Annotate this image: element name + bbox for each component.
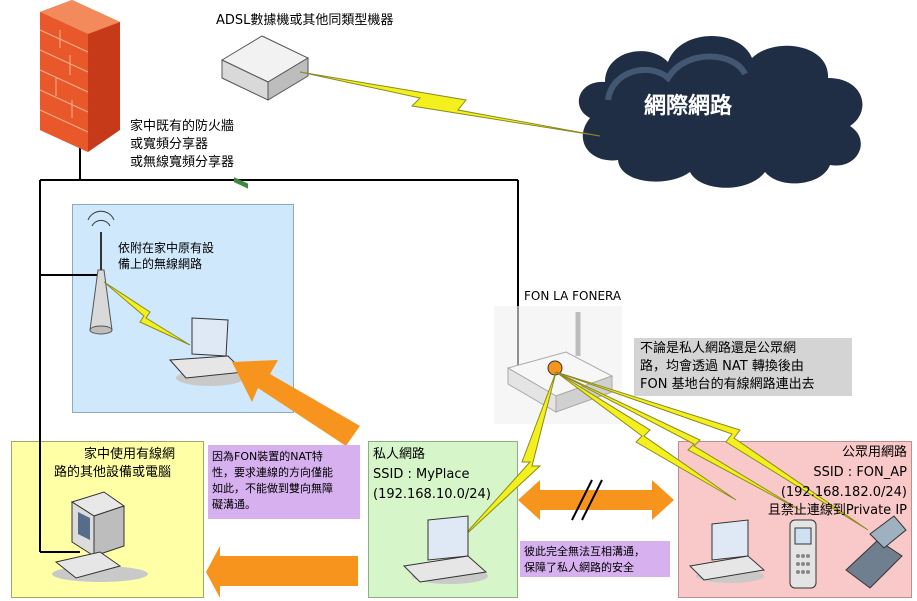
- fon-note-3: FON 基地台的有線網路連出去: [640, 377, 815, 392]
- fon-title: FON LA FONERA: [524, 289, 622, 303]
- isolation-note-1: 彼此完全無法互相溝通，: [524, 545, 645, 558]
- nat-note-2: 性，要求連線的方向僅能: [212, 466, 333, 479]
- fon-note-1: 不論是私人網路還是公眾網: [640, 341, 797, 356]
- nat-note-box: [208, 445, 360, 519]
- laptop-wifi-icon: [168, 317, 246, 386]
- firewall-label-1: 家中既有的防火牆: [130, 119, 235, 134]
- isolation-note-2: 保障了私人網路的安全: [524, 561, 634, 574]
- existing-wifi-label-2: 備上的無線網路: [118, 257, 203, 271]
- lightning-modem-cloud: [299, 71, 601, 137]
- adsl-device-label: ADSL數據機或其他同類型機器: [216, 13, 394, 28]
- private-net-label-1: 私人網路: [373, 447, 426, 462]
- adsl-modem-icon: [220, 35, 310, 189]
- wifi-access-point-icon: [87, 210, 115, 335]
- fon-note-box: [634, 338, 852, 396]
- wired-devices-label-1: 家中使用有線網: [84, 447, 176, 462]
- public-net-label-1: 公眾用網路: [841, 445, 907, 460]
- internet-cloud-icon: [578, 35, 863, 188]
- public-net-label-2: SSID : FON_AP: [813, 465, 907, 480]
- block-slash-2: [581, 479, 603, 521]
- laptop-public-icon: [688, 519, 766, 583]
- block-slash-1: [571, 479, 593, 521]
- public-net-label-4: 且禁止連線到Private IP: [767, 503, 907, 518]
- isolation-note-box: [520, 541, 670, 577]
- nat-note-4: 礙溝通。: [212, 498, 256, 511]
- arrow-private-to-wifi: [232, 360, 360, 446]
- firewall-icon: [39, 0, 120, 152]
- internet-label: 網際網路: [644, 94, 733, 119]
- fon-note-2: 路，均會透過 NAT 轉換後由: [640, 359, 804, 374]
- nat-note-1: 因為FON裝置的NAT特: [212, 450, 323, 463]
- existing-wifi-label-1: 依附在家中原有設: [118, 241, 215, 255]
- phone-icon: [789, 519, 817, 589]
- flip-phone-icon: [845, 515, 907, 589]
- desktop-computer-icon: [52, 491, 148, 582]
- laptop-private-icon: [402, 515, 488, 584]
- lightning-wifi-laptop: [103, 281, 191, 346]
- private-net-label-3: (192.168.10.0/24): [373, 487, 491, 502]
- arrow-private-public-blocked: [518, 480, 674, 520]
- firewall-label-2: 或寬頻分享器: [130, 137, 209, 152]
- wired-devices-label-2: 路的其他設備或電腦: [54, 465, 172, 480]
- public-net-label-3: (192.168.182.0/24): [780, 485, 907, 500]
- private-net-label-2: SSID : MyPlace: [373, 467, 470, 482]
- nat-note-3: 如此，不能做到雙向無障: [212, 482, 333, 495]
- arrow-private-to-wired: [206, 546, 358, 598]
- firewall-label-3: 或無線寬頻分享器: [130, 155, 235, 170]
